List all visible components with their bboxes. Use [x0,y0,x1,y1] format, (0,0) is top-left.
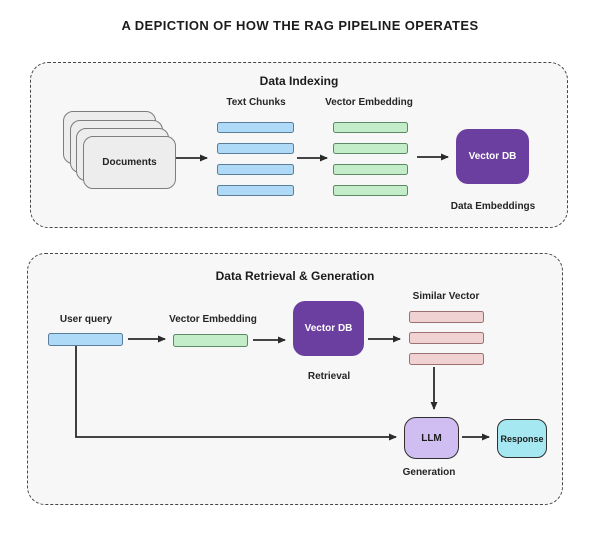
embedding-bar [333,185,408,196]
data-embeddings-label: Data Embeddings [450,201,536,212]
data-indexing-panel: Data Indexing Documents Text Chunks Vect… [30,62,568,228]
vector-embedding-label: Vector Embedding [325,97,413,108]
embedding-bar [333,164,408,175]
response-label: Response [500,433,544,444]
document-card-front: Documents [83,136,176,189]
vector-db-label: Vector DB [468,151,517,162]
page-title: A DEPICTION OF HOW THE RAG PIPELINE OPER… [121,18,479,33]
similar-vector-label: Similar Vector [412,291,480,302]
vector-db-node: Vector DB [293,301,364,356]
similar-vector-bar [409,353,484,365]
text-chunks-label: Text Chunks [226,97,286,108]
retrieval-label: Retrieval [307,371,351,382]
vector-db-label: Vector DB [304,323,353,334]
similar-vector-stack [409,311,484,365]
text-chunk-bar [217,185,294,196]
data-retrieval-title: Data Retrieval & Generation [215,269,375,283]
data-indexing-title: Data Indexing [259,74,339,88]
vector-embedding-label: Vector Embedding [169,314,257,325]
response-node: Response [497,419,547,458]
vector-db-node: Vector DB [456,129,529,184]
similar-vector-bar [409,332,484,344]
documents-label: Documents [102,157,157,168]
similar-vector-bar [409,311,484,323]
text-chunk-bar [217,164,294,175]
vector-embedding-stack [333,122,408,196]
data-retrieval-panel: Data Retrieval & Generation User query V… [27,253,563,505]
query-embedding-bar [173,334,248,347]
user-query-bar [48,333,123,346]
text-chunk-bar [217,122,294,133]
embedding-bar [333,143,408,154]
user-query-label: User query [59,314,113,325]
embedding-bar [333,122,408,133]
llm-label: LLM [421,432,442,444]
text-chunks-stack [217,122,294,196]
llm-node: LLM [404,417,459,459]
generation-label: Generation [402,467,456,478]
text-chunk-bar [217,143,294,154]
